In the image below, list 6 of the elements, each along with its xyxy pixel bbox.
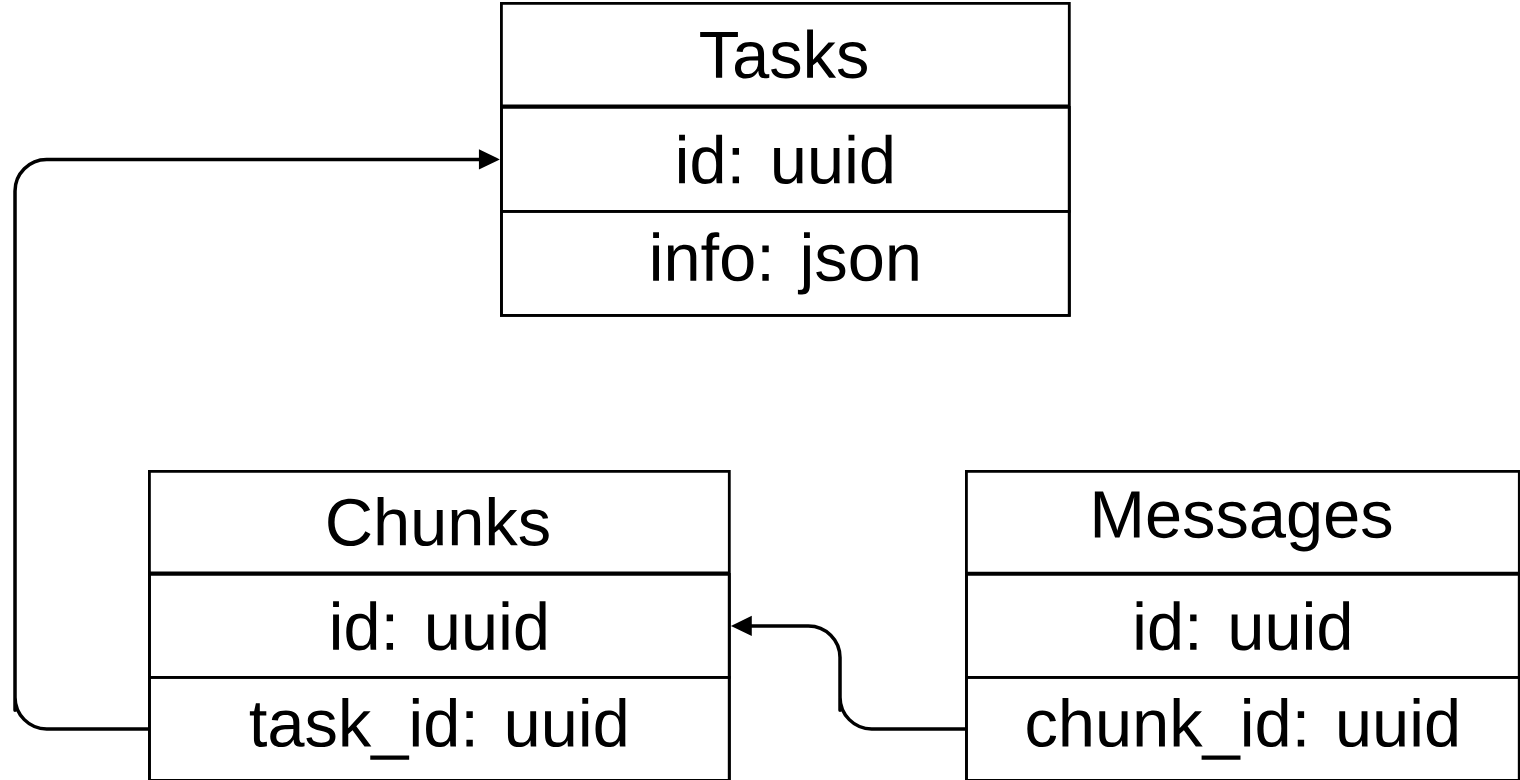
- table-row: info: json: [500, 210, 1071, 317]
- table-row: id: uuid: [500, 106, 1071, 213]
- table-row: id: uuid: [148, 573, 731, 679]
- table-row: id: uuid: [965, 573, 1520, 679]
- table-row: chunk_id: uuid: [965, 676, 1520, 780]
- table-row: task_id: uuid: [148, 676, 731, 780]
